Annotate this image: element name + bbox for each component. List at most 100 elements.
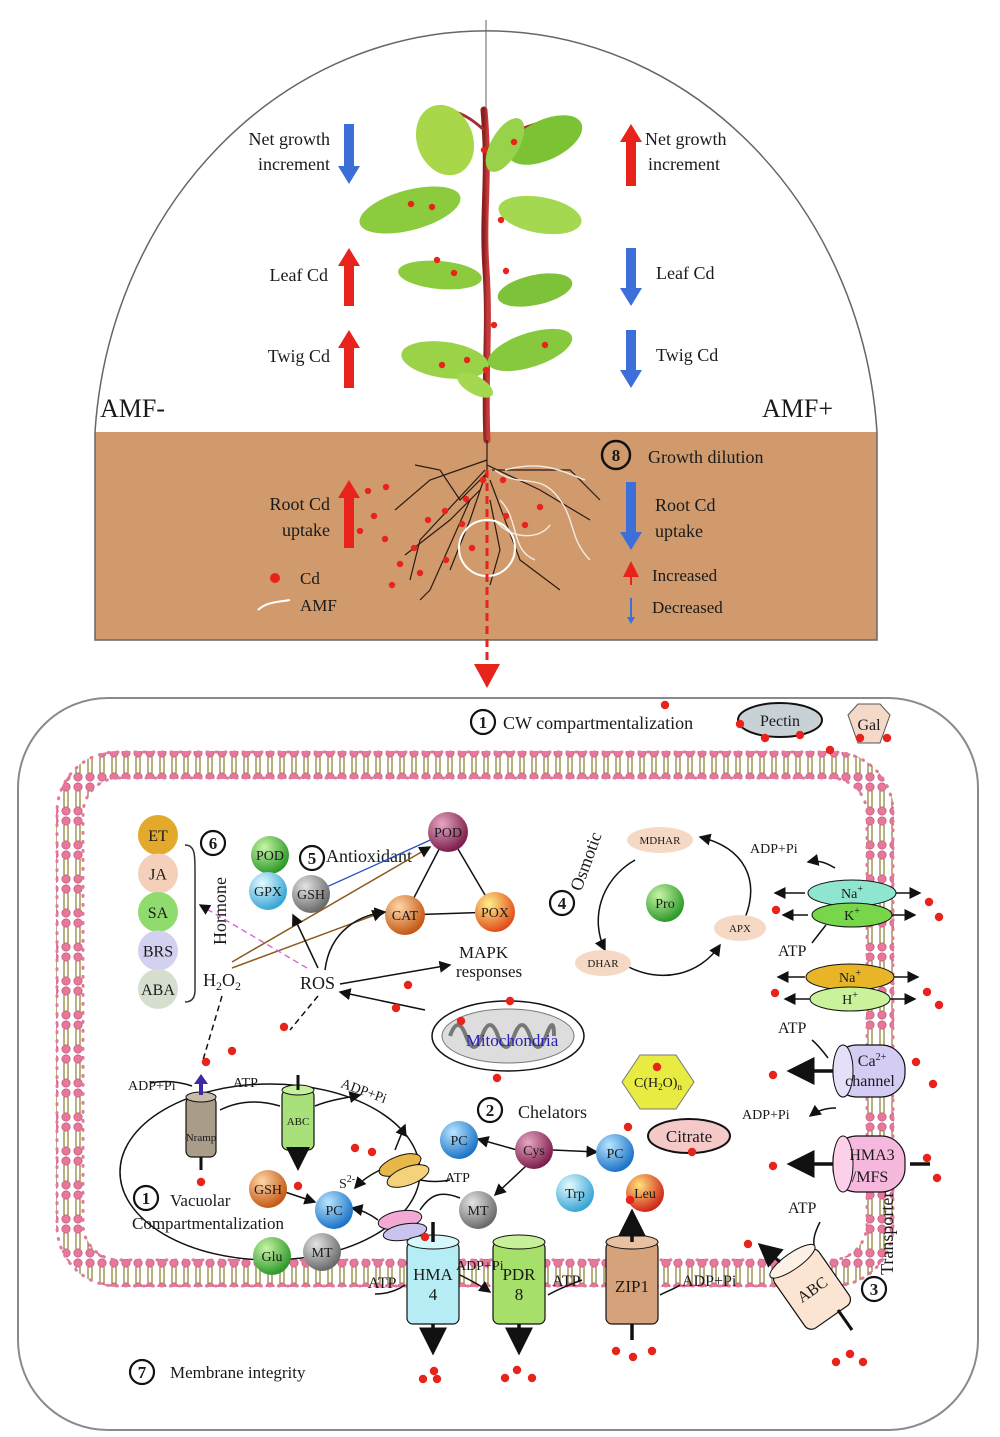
na-k-top-label: Na+ [841,884,863,902]
mt-ball-chelator [459,1191,497,1229]
cw-compartmentalization: 1 CW compartmentalization Pectin Gal [469,702,891,744]
gpx-ball [249,872,287,910]
dhar [575,950,631,976]
s2-label: S2- [339,1174,355,1192]
trp-ball [556,1174,594,1212]
vacuole-line2: Compartmentalization [132,1214,285,1233]
cat-ball [385,895,425,935]
pc-label-2: PC [606,1147,623,1162]
nramp-label: Nramp [186,1132,217,1144]
hormone-ball-ja [138,853,178,894]
root-cd-right-1: Root Cd [655,495,716,515]
leaf-cd-right-arrow [620,248,642,306]
ca-label-2: channel [845,1073,895,1090]
mt-ball-vac [303,1233,341,1271]
growth-dilution-text: Growth dilution [648,447,764,467]
net-growth-right-2: increment [648,154,720,174]
pectin-label: Pectin [760,713,800,730]
leaf-cd-left-arrow [338,248,360,306]
vac-atp-2: ATP [445,1171,470,1186]
hma4-label-1: HMA [413,1265,453,1284]
hormone-label-sa: SA [148,905,169,922]
mt-label-chelator: MT [468,1204,489,1219]
right-adp-2: ADP+Pi [742,1108,790,1123]
cys-ball [515,1131,553,1169]
membrane-text: Membrane integrity [170,1363,306,1382]
ros-network: H2O2 ROS MAPK responses Mitochondria [198,846,585,1072]
hma3-label-2: /MFS [852,1169,888,1186]
chelators-group: 2 Chelators C(H2O)n Citrate Cys PC PC Tr… [440,1054,731,1229]
gsh-ball-antiox [292,875,330,913]
ros-label: ROS [300,973,335,993]
twig-cd-left-arrow [338,330,360,388]
apx [714,915,766,941]
net-growth-left-arrow [338,124,360,184]
glu-label: Glu [262,1250,283,1265]
pc-ball-vac [315,1191,353,1229]
gal [847,703,891,744]
pod2-ball [428,812,468,852]
plant [359,104,583,444]
leaf [359,186,461,234]
hma3-label-1: HMA3 [849,1147,894,1164]
legend-increased: Increased [652,566,718,585]
amf-legend-line [257,599,291,611]
cd-legend-dot [270,573,280,583]
pdr8-label-2: 8 [515,1285,524,1304]
citrate-label: Citrate [666,1127,712,1146]
cd-dots-top [356,138,549,589]
leaf [497,273,573,307]
pod-ball [251,836,289,874]
leaf-cd-left: Leaf Cd [270,265,328,285]
legend-amf: AMF [300,596,337,615]
vacuole-line1: Vacuolar [170,1191,231,1210]
antioxidant-num: 5 [308,849,317,868]
right-atp-3: ATP [788,1200,817,1217]
amf-plus-label: AMF+ [762,394,833,423]
net-growth-left-1: Net growth [249,129,330,149]
leaf [401,341,489,379]
cho-hexagon [621,1054,695,1110]
glu-ball [253,1237,291,1275]
gpx-label: GPX [254,885,282,900]
hormone-ball-sa [138,892,178,932]
bottom-atp: ATP [552,1273,581,1290]
leaf [487,328,573,372]
vac-atp: ATP [233,1076,258,1091]
roots [394,440,601,601]
membrane-integrity: 7 Membrane integrity [128,1358,306,1386]
pectin [737,702,823,738]
trp-label: Trp [565,1187,585,1202]
pro-ball [646,884,684,922]
leaf-cd-right: Leaf Cd [656,263,714,283]
membrane-num: 7 [138,1363,147,1382]
root-cd-left-1: Root Cd [269,494,330,514]
transporter-title: Transporter [877,1192,897,1275]
hormone-title: Hormone [210,877,230,945]
pc-ball-2 [596,1134,634,1172]
pox-label: POX [481,906,509,921]
hormone-label-brs: BRS [143,944,173,961]
hormone-label-et: ET [148,828,168,845]
mapk-label-1: MAPK [459,943,509,962]
abc-vacuole-label: ABC [287,1116,310,1128]
apx-label: APX [729,923,751,935]
ca-label-1: Ca2+ [858,1052,887,1070]
hormone-label-aba: ABA [141,982,175,999]
na-h-bottom-label: H+ [842,990,858,1008]
hormone-ball-et [138,815,178,855]
pod-label: POD [256,849,284,864]
mitochondria-label: Mitochondria [466,1031,559,1050]
legend: Cd AMF Increased Decreased [257,561,723,624]
right-adp: ADP+Pi [750,842,798,857]
twig-cd-right-arrow [620,330,642,388]
pc-ball-1 [440,1121,478,1159]
net-growth-right-1: Net growth [645,129,726,149]
pro-label: Pro [655,897,674,912]
plasma-membrane [56,751,894,1287]
pod2-label: POD [434,826,462,841]
pc-label-1: PC [450,1134,467,1149]
right-atp-1: ATP [778,943,807,960]
